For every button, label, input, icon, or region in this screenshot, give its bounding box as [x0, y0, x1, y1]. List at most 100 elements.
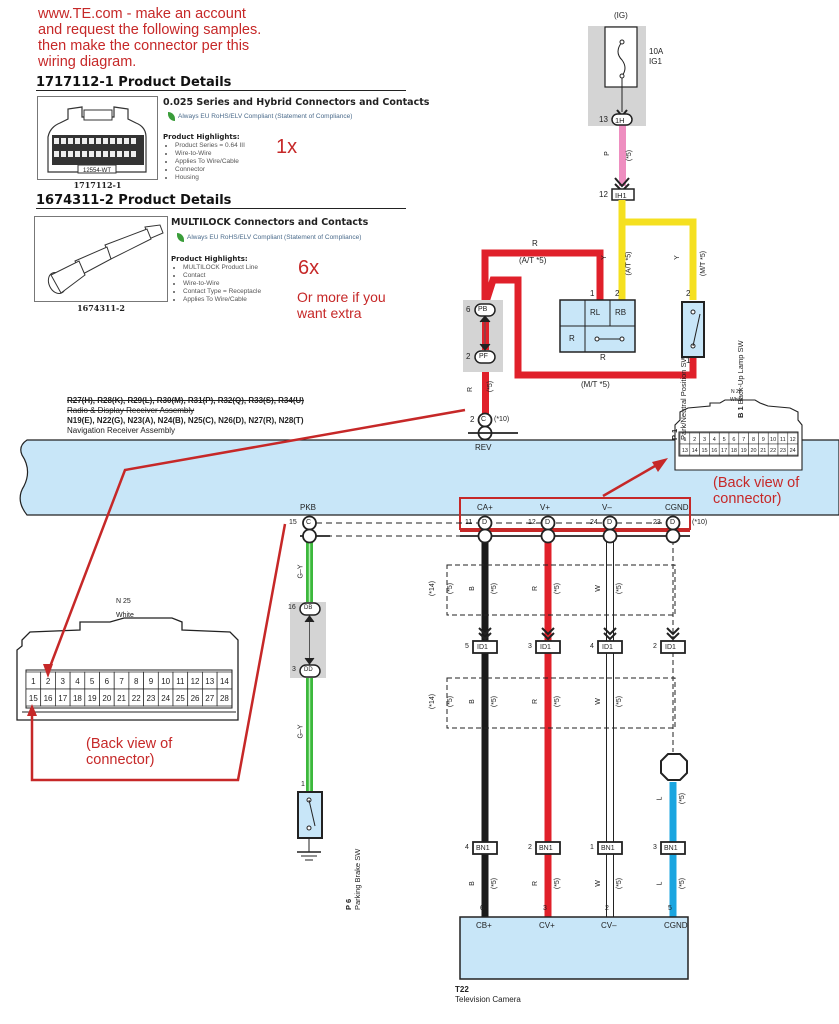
pin-number: 3 — [61, 677, 66, 686]
connector-arrow-icon — [614, 177, 630, 188]
receptacle-contact-icon — [47, 224, 164, 295]
switch-cell-label: RB — [615, 308, 627, 317]
component-id: P 1 — [670, 428, 679, 440]
note-line: connector) — [713, 491, 782, 507]
pin-number: 23 — [146, 694, 155, 703]
pin-number: 21 — [117, 694, 126, 703]
pin-cell — [787, 443, 798, 456]
wire-note: (*5) — [626, 149, 634, 162]
camera-terminal-label: CGND — [664, 921, 688, 930]
pin-number: 3 — [543, 905, 547, 912]
backup-lamp-label: B 1 Back-Up Lamp SW — [736, 318, 745, 418]
park-neutral-switch — [559, 299, 636, 353]
instructions-note: www.TE.com - make an account and request… — [38, 6, 261, 70]
compliance-link[interactable]: Always EU RoHS/ELV Compliant (Statement … — [187, 234, 362, 242]
connector-id1 — [660, 640, 686, 654]
switch-cell-label: R — [569, 334, 575, 343]
n26-back-view-note: (Back view of connector) — [713, 475, 799, 507]
connector-code: D — [670, 519, 676, 526]
wire-pink — [619, 124, 626, 186]
pin-number: 8 — [752, 437, 755, 443]
terminal-label-rev: REV — [475, 443, 492, 452]
pin-number: 15 — [29, 694, 38, 703]
fuse-icon — [617, 41, 626, 77]
connector-code: ID1 — [665, 644, 676, 651]
wire-note: (*5) — [491, 695, 499, 708]
pin-number: 2 — [466, 352, 471, 361]
fuse-terminal — [619, 39, 625, 45]
connector-code: 1H — [615, 116, 625, 125]
note-line: (Back view of — [86, 736, 173, 752]
product-2-compliance[interactable]: Always EU RoHS/ELV Compliant (Statement … — [177, 233, 361, 242]
connector-code: PF — [479, 353, 488, 360]
product-2-title: MULTILOCK Connectors and Contacts — [171, 217, 369, 228]
pin-number: 2 — [686, 289, 691, 298]
pin-number: 1 — [686, 356, 691, 365]
camera-terminal-label: CV– — [601, 921, 617, 930]
pin-number: 2 — [605, 905, 609, 912]
component-id: T22 — [455, 985, 469, 994]
shield-ground-icon — [660, 753, 688, 781]
pin-number: 3 — [653, 844, 657, 851]
pin-number: 2 — [693, 437, 696, 443]
pin-number: 1 — [590, 844, 594, 851]
connector-code: BN1 — [476, 845, 490, 852]
connector-dd — [299, 664, 321, 678]
pin-number: 19 — [741, 448, 747, 454]
struck-connector-list: R27(H), R28(K), R29(L), R30(M), R31(P), … — [67, 396, 304, 405]
arrow-head-icon — [27, 704, 37, 716]
pin-number: 4 — [590, 643, 594, 650]
camera-pins-highlight — [459, 497, 691, 530]
product-1-compliance[interactable]: Always EU RoHS/ELV Compliant (Statement … — [168, 112, 352, 121]
pin-number: 25 — [176, 694, 185, 703]
pin-number: 18 — [731, 448, 737, 454]
connector-arrow-icon — [478, 627, 492, 636]
connector-code: ID1 — [540, 644, 551, 651]
pin-number: 5 — [465, 643, 469, 650]
pin-number: 8 — [134, 677, 139, 686]
connector-code: DD — [304, 667, 313, 673]
connector-arrow-icon — [603, 627, 617, 636]
pin-number: 22 — [132, 694, 141, 703]
pin-number: 12 — [790, 437, 796, 443]
wire-note: (*5) — [487, 380, 495, 393]
backup-lamp-switch — [681, 301, 705, 358]
camera-terminal-label: CB+ — [476, 921, 492, 930]
pin-number: 2 — [615, 289, 620, 298]
wire-color-label: R — [532, 880, 540, 887]
camera-wires — [472, 515, 686, 918]
product-2-image — [34, 216, 168, 302]
wire-red-rev — [482, 360, 489, 415]
pin-number: 3 — [292, 666, 296, 673]
arrow-to-n25-pin2 — [46, 408, 466, 673]
pin-number: 2 — [470, 415, 475, 424]
pin-number: 24 — [161, 694, 170, 703]
connector-bn1 — [660, 841, 686, 855]
connector-arrow-icon — [666, 632, 680, 641]
arrow-to-n26 — [602, 464, 656, 498]
connector-arrow-icon — [541, 627, 555, 636]
pin-number: 2 — [528, 844, 532, 851]
compliance-link[interactable]: Always EU RoHS/ELV Compliant (Statement … — [178, 113, 353, 121]
wire-color-label: Y — [600, 255, 608, 260]
camera-pin-label: CGND — [665, 503, 689, 512]
park-neutral-label: P 1 Park/Neutral Position SW — [670, 340, 688, 440]
arrow-head-icon — [43, 664, 53, 678]
connector-id1 — [472, 640, 498, 654]
wire-color-label: R — [532, 698, 540, 705]
pin-number: 22 — [770, 448, 776, 454]
pin-number: 12 — [191, 677, 200, 686]
wire-note: (M/T *5) — [581, 380, 610, 389]
shield-note: (*5) — [447, 582, 455, 595]
connector-code: BN1 — [601, 845, 615, 852]
highlight-item: Applies To Wire/Cable — [183, 296, 261, 304]
connector-arrow-icon — [304, 615, 315, 623]
fuse-rating: 10A — [649, 47, 664, 56]
wire-note: (*5) — [554, 877, 562, 890]
product-1-header: 1717112-1 Product Details — [36, 75, 406, 91]
wire-red-mt — [481, 276, 697, 379]
receiver-pin-struck — [477, 528, 493, 544]
highlight-item: Contact Type = Receptacle — [183, 288, 261, 296]
